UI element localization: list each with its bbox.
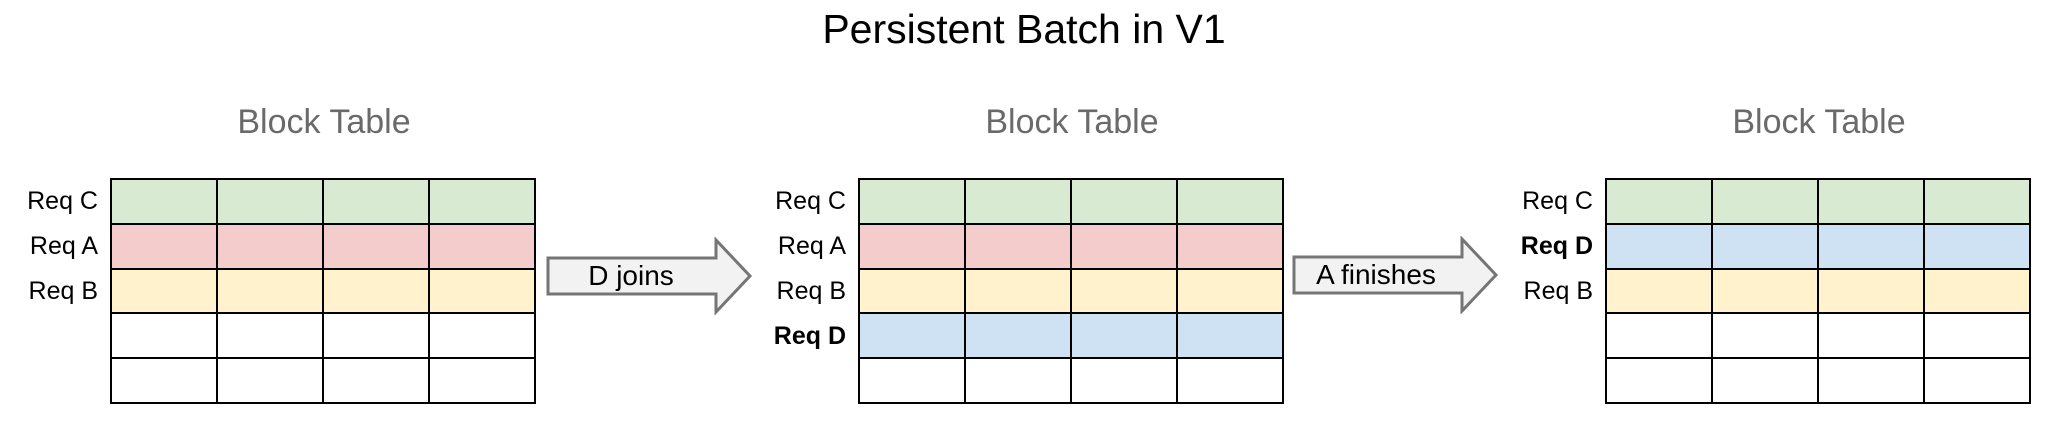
block-cell	[1712, 179, 1818, 224]
block-cell	[859, 268, 965, 314]
block-table	[110, 178, 536, 404]
block-cell	[1712, 268, 1818, 314]
row-label: Req A	[29, 232, 98, 261]
block-cell	[1818, 268, 1924, 314]
stage-initial: Block Table Req C Req A Req B	[10, 95, 536, 404]
block-cell	[429, 268, 535, 314]
arrow-d-joins: D joins	[546, 237, 753, 315]
block-cell	[1818, 358, 1924, 403]
block-cell	[217, 179, 323, 224]
block-cell	[1606, 223, 1712, 269]
block-table	[1605, 178, 2031, 404]
block-cell	[1818, 223, 1924, 269]
block-cell	[111, 223, 217, 269]
row-label: Req B	[28, 276, 98, 305]
block-cell	[1071, 268, 1177, 314]
right-arrow-icon	[1292, 236, 1499, 314]
block-cell	[1606, 268, 1712, 314]
row-labels: Req C Req A Req B Req D	[758, 180, 858, 404]
block-cell	[217, 358, 323, 403]
row-labels: Req C Req A Req B	[10, 180, 110, 404]
block-cell	[323, 223, 429, 269]
block-table-title: Block Table	[237, 103, 411, 141]
block-cell	[429, 358, 535, 403]
right-arrow-icon	[546, 237, 753, 315]
row-label	[758, 359, 858, 404]
block-cell	[217, 268, 323, 314]
block-cell	[965, 358, 1071, 403]
stage-body: Req C Req D Req B	[1505, 178, 2031, 404]
stage-after-a-finishes: Block Table Req C Req D Req B	[1505, 95, 2031, 404]
block-cell	[323, 268, 429, 314]
block-cell	[217, 313, 323, 359]
row-label: Req D	[1520, 232, 1593, 261]
block-cell	[859, 313, 965, 359]
block-cell	[1818, 313, 1924, 359]
row-label: Req B	[1523, 276, 1593, 305]
block-cell	[1177, 179, 1283, 224]
block-cell	[1606, 313, 1712, 359]
block-cell	[1924, 358, 2030, 403]
diagram-title: Persistent Batch in V1	[822, 6, 1226, 52]
block-cell	[1924, 223, 2030, 269]
block-cell	[859, 358, 965, 403]
row-label	[10, 314, 110, 359]
arrow-a-finishes: A finishes	[1291, 236, 1499, 314]
block-cell	[429, 223, 535, 269]
block-cell	[111, 179, 217, 224]
block-cell	[965, 223, 1071, 269]
block-cell	[1177, 223, 1283, 269]
block-cell	[859, 179, 965, 224]
block-cell	[1177, 358, 1283, 403]
block-cell	[1606, 179, 1712, 224]
block-cell	[1712, 358, 1818, 403]
row-label	[10, 359, 110, 404]
row-label: Req C	[1522, 187, 1593, 216]
block-cell	[1712, 313, 1818, 359]
block-cell	[1606, 358, 1712, 403]
block-cell	[1071, 358, 1177, 403]
row-labels: Req C Req D Req B	[1505, 180, 1605, 404]
block-cell	[111, 313, 217, 359]
block-cell	[429, 313, 535, 359]
row-label	[1505, 314, 1605, 359]
block-cell	[965, 179, 1071, 224]
block-cell	[323, 313, 429, 359]
stage-body: Req C Req A Req B	[10, 178, 536, 404]
block-cell	[323, 179, 429, 224]
row-label: Req D	[773, 321, 846, 350]
block-table-title: Block Table	[1732, 103, 1906, 141]
stage-body: Req C Req A Req B Req D	[758, 178, 1284, 404]
row-label: Req C	[775, 187, 846, 216]
block-cell	[111, 358, 217, 403]
block-cell	[1924, 179, 2030, 224]
stage-after-d-joins: Block Table Req C Req A Req B Req D	[758, 95, 1284, 404]
block-cell	[1071, 313, 1177, 359]
block-cell	[965, 268, 1071, 314]
arrow-label: A finishes	[1316, 259, 1436, 290]
row-label: Req C	[27, 187, 98, 216]
row-label: Req A	[777, 232, 846, 261]
block-cell	[1924, 313, 2030, 359]
block-table-title: Block Table	[985, 103, 1159, 141]
block-cell	[429, 179, 535, 224]
row-label	[1505, 359, 1605, 404]
block-cell	[1071, 179, 1177, 224]
block-cell	[323, 358, 429, 403]
block-cell	[111, 268, 217, 314]
block-cell	[965, 313, 1071, 359]
block-cell	[1177, 268, 1283, 314]
block-cell	[1712, 223, 1818, 269]
block-cell	[217, 223, 323, 269]
arrow-label: D joins	[588, 260, 674, 291]
block-table	[858, 178, 1284, 404]
block-cell	[1924, 268, 2030, 314]
block-cell	[1177, 313, 1283, 359]
block-cell	[1818, 179, 1924, 224]
row-label: Req B	[776, 276, 846, 305]
block-cell	[1071, 223, 1177, 269]
block-cell	[859, 223, 965, 269]
